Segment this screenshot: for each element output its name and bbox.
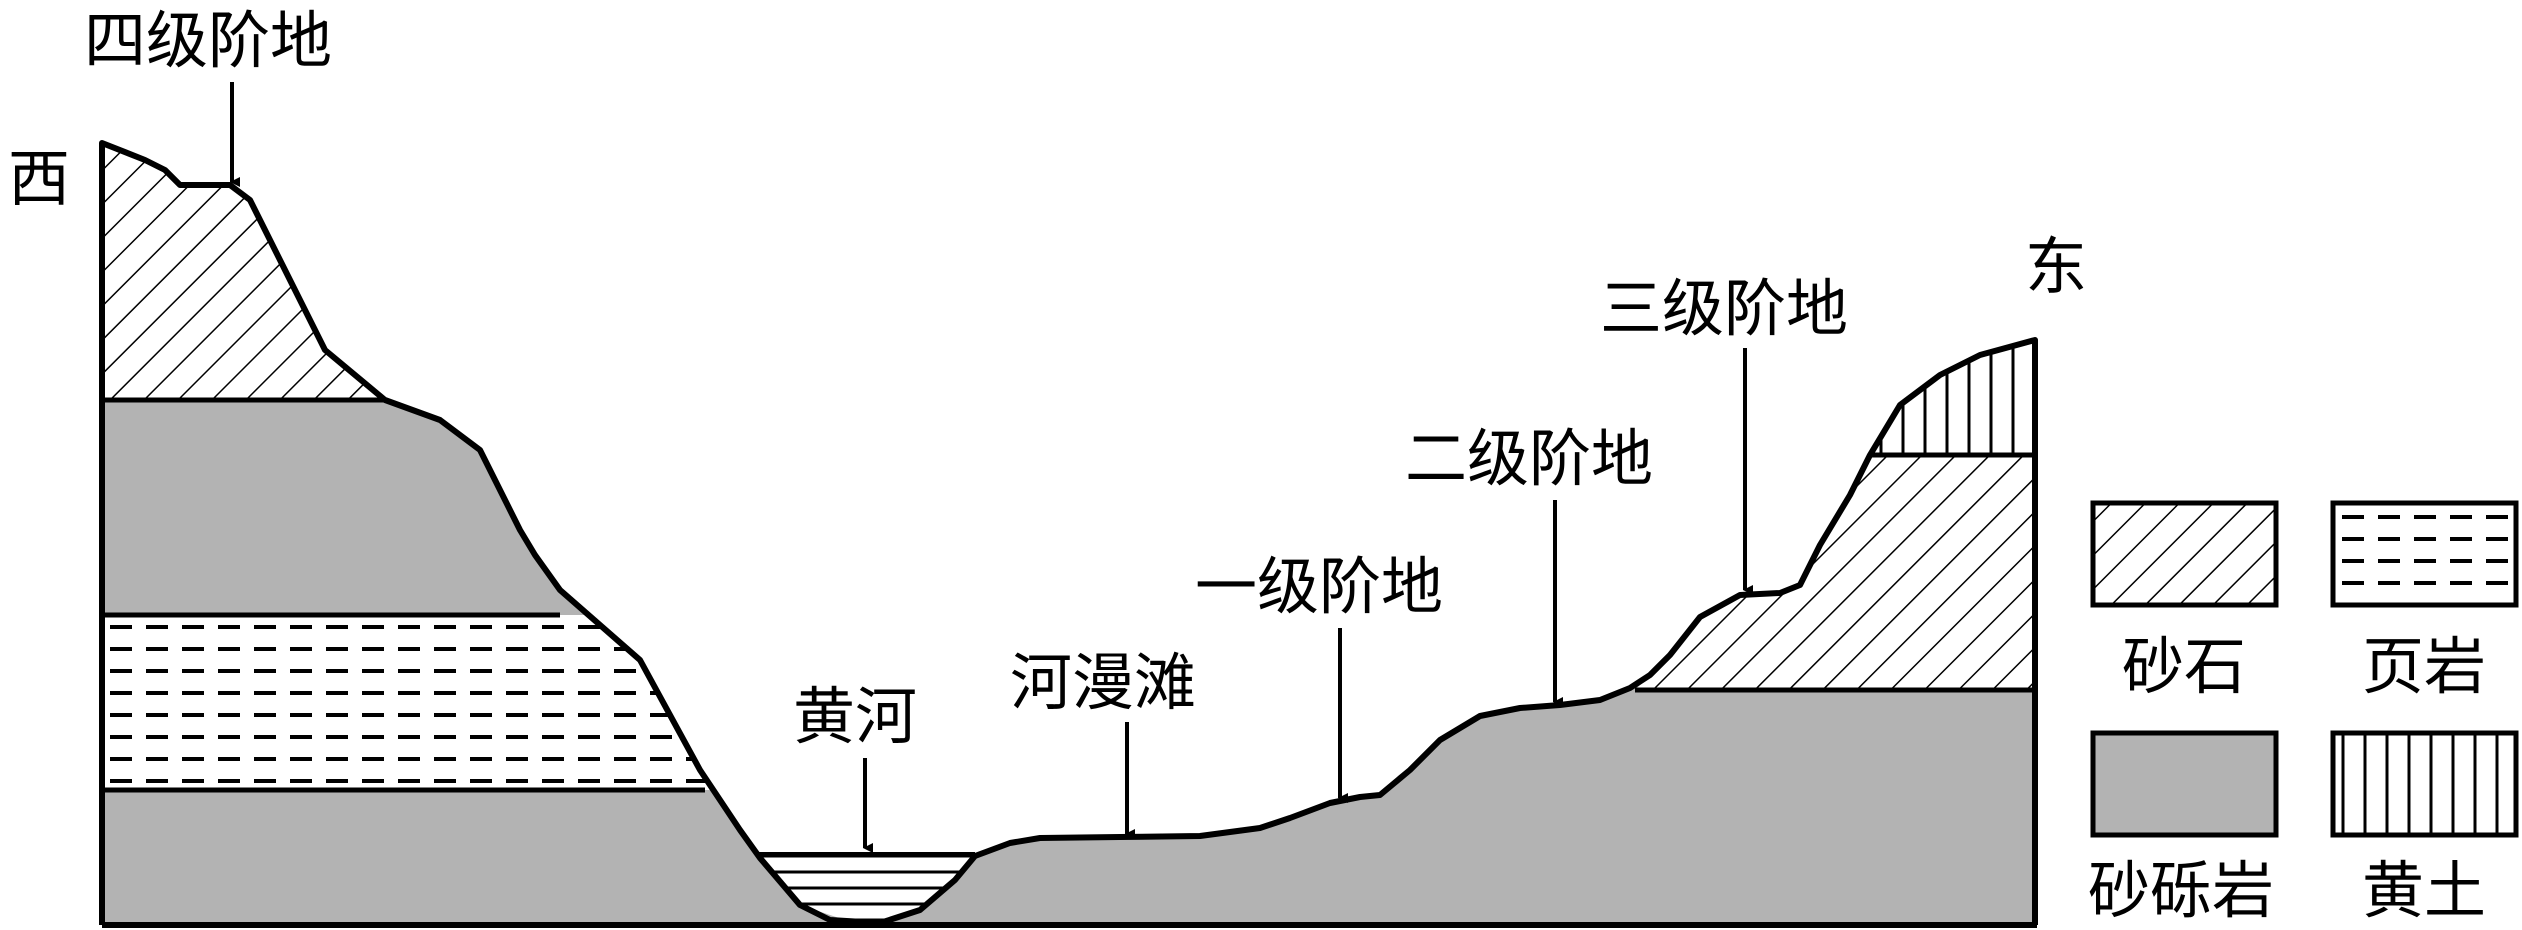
east-loess-layer — [1870, 340, 2035, 455]
legend-swatch-loess — [2330, 730, 2519, 838]
west-label: 西 — [8, 142, 70, 215]
legend: 砂石 页岩 砂砾岩 黄土 — [2088, 500, 2519, 927]
terrain-profile-outline — [99, 140, 2038, 926]
terrace1-label: 一级阶地 — [1195, 550, 1443, 623]
legend-label-sandstone: 砂石 — [2122, 630, 2246, 703]
legend-label-gravel-rock: 砂砾岩 — [2088, 854, 2274, 927]
legend-label-loess: 黄土 — [2362, 854, 2486, 927]
legend-label-shale: 页岩 — [2362, 630, 2486, 703]
legend-swatch-gravel-rock — [2090, 730, 2279, 838]
east-sandstone-layer — [1635, 455, 2035, 690]
east-gravel-base — [860, 675, 2035, 925]
river-label: 黄河 — [793, 680, 917, 753]
floodplain-label: 河漫滩 — [1010, 646, 1196, 719]
west-sandstone-layer — [102, 143, 800, 400]
west-bank — [102, 143, 860, 925]
east-label: 东 — [2025, 230, 2087, 303]
river-water — [755, 854, 975, 923]
terrace4-label: 四级阶地 — [84, 4, 332, 77]
terrace2-label: 二级阶地 — [1405, 422, 1653, 495]
west-gravel-layer-upper — [102, 400, 800, 615]
terrace3-label: 三级阶地 — [1600, 272, 1848, 345]
legend-swatch-shale — [2330, 500, 2519, 608]
legend-swatch-sandstone — [2090, 500, 2279, 608]
